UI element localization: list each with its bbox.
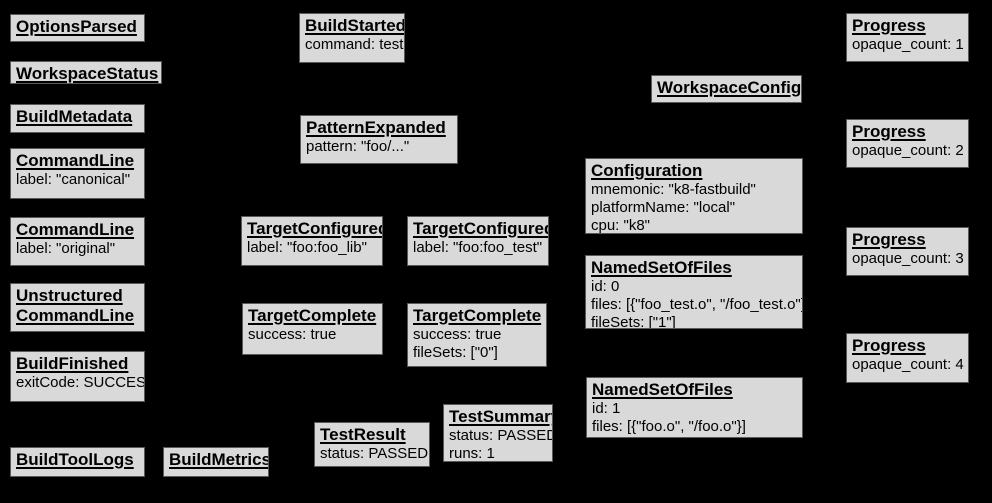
node-title: TargetConfigured — [413, 219, 549, 238]
node-build-started: BuildStarted command: test — [299, 13, 405, 63]
node-detail: fileSets: ["1"] — [591, 314, 676, 329]
node-title: WorkspaceConfig — [657, 78, 802, 97]
node-title: TargetComplete — [248, 306, 377, 325]
node-title: TestSummary — [449, 407, 553, 426]
node-detail: runs: 1 — [449, 445, 495, 462]
node-target-complete-test: TargetComplete success: true fileSets: [… — [407, 303, 547, 367]
node-command-line-original: CommandLine label: "original" — [10, 217, 145, 266]
node-detail: mnemonic: "k8-fastbuild" — [591, 181, 756, 198]
node-detail: status: PASSED — [320, 445, 429, 462]
node-detail: status: PASSED — [449, 427, 553, 444]
node-title: Progress — [852, 16, 926, 35]
node-detail: fileSets: ["0"] — [413, 344, 498, 361]
node-title: BuildMetadata — [16, 107, 133, 126]
node-title: Unstructured CommandLine — [16, 286, 135, 325]
node-build-metadata: BuildMetadata — [10, 104, 145, 133]
node-title: PatternExpanded — [306, 118, 446, 137]
node-detail: platformName: "local" — [591, 199, 736, 216]
node-named-set-of-files-0: NamedSetOfFiles id: 0 files: [{"foo_test… — [585, 255, 803, 329]
node-title: TargetConfigured — [247, 219, 383, 238]
node-title: TargetComplete — [413, 306, 542, 325]
node-detail: files: [{"foo.o", "/foo.o"}] — [592, 418, 746, 435]
node-title: BuildToolLogs — [16, 450, 134, 469]
node-detail: id: 1 — [592, 400, 621, 417]
node-workspace-status: WorkspaceStatus — [10, 61, 162, 84]
node-target-complete-lib: TargetComplete success: true — [242, 303, 383, 355]
node-detail: opaque_count: 3 — [852, 250, 964, 267]
node-command-line-canonical: CommandLine label: "canonical" — [10, 148, 145, 199]
node-target-configured-foo-test: TargetConfigured label: "foo:foo_test" — [407, 216, 549, 266]
node-detail: cpu: "k8" — [591, 217, 651, 234]
node-test-result: TestResult status: PASSED — [314, 422, 430, 467]
node-title: TestResult — [320, 425, 406, 444]
node-progress-3: Progress opaque_count: 3 — [846, 227, 969, 276]
node-title: Configuration — [591, 161, 703, 180]
node-build-metrics: BuildMetrics — [163, 447, 269, 477]
node-detail: opaque_count: 2 — [852, 142, 964, 159]
node-pattern-expanded: PatternExpanded pattern: "foo/..." — [300, 115, 458, 164]
node-detail: opaque_count: 1 — [852, 36, 964, 53]
node-title: BuildStarted — [305, 16, 405, 35]
node-detail: label: "original" — [16, 240, 116, 257]
node-title: Progress — [852, 336, 926, 355]
node-build-finished: BuildFinished exitCode: SUCCESS — [10, 351, 145, 402]
node-options-parsed: OptionsParsed — [10, 14, 145, 42]
node-detail: command: test — [305, 36, 404, 53]
node-detail: label: "canonical" — [16, 171, 131, 188]
node-progress-1: Progress opaque_count: 1 — [846, 13, 969, 62]
node-progress-2: Progress opaque_count: 2 — [846, 119, 969, 168]
node-detail: label: "foo:foo_test" — [413, 239, 543, 256]
node-detail: pattern: "foo/..." — [306, 138, 410, 155]
node-title: BuildMetrics — [169, 450, 269, 469]
node-configuration: Configuration mnemonic: "k8-fastbuild" p… — [585, 158, 803, 234]
node-title: NamedSetOfFiles — [592, 380, 733, 399]
node-detail: id: 0 — [591, 278, 620, 295]
node-title: CommandLine — [16, 220, 135, 239]
node-detail: opaque_count: 4 — [852, 356, 964, 373]
node-title: WorkspaceStatus — [16, 64, 159, 83]
node-build-tool-logs: BuildToolLogs — [10, 447, 145, 477]
node-workspace-config: WorkspaceConfig — [651, 75, 802, 103]
node-detail: files: [{"foo_test.o", "/foo_test.o"}] — [591, 296, 803, 313]
node-title: OptionsParsed — [16, 17, 137, 36]
node-title: Progress — [852, 122, 926, 141]
node-target-configured-foo-lib: TargetConfigured label: "foo:foo_lib" — [241, 216, 383, 266]
node-named-set-of-files-1: NamedSetOfFiles id: 1 files: [{"foo.o", … — [586, 377, 803, 438]
node-detail: success: true — [248, 326, 337, 343]
node-title: Progress — [852, 230, 926, 249]
node-progress-4: Progress opaque_count: 4 — [846, 333, 969, 383]
node-title: BuildFinished — [16, 354, 129, 373]
node-title: CommandLine — [16, 151, 135, 170]
node-test-summary: TestSummary status: PASSED runs: 1 — [443, 404, 553, 462]
node-detail: success: true — [413, 326, 502, 343]
node-title: NamedSetOfFiles — [591, 258, 732, 277]
node-unstructured-command-line: Unstructured CommandLine — [10, 283, 145, 332]
node-detail: exitCode: SUCCESS — [16, 374, 145, 391]
node-detail: label: "foo:foo_lib" — [247, 239, 367, 256]
